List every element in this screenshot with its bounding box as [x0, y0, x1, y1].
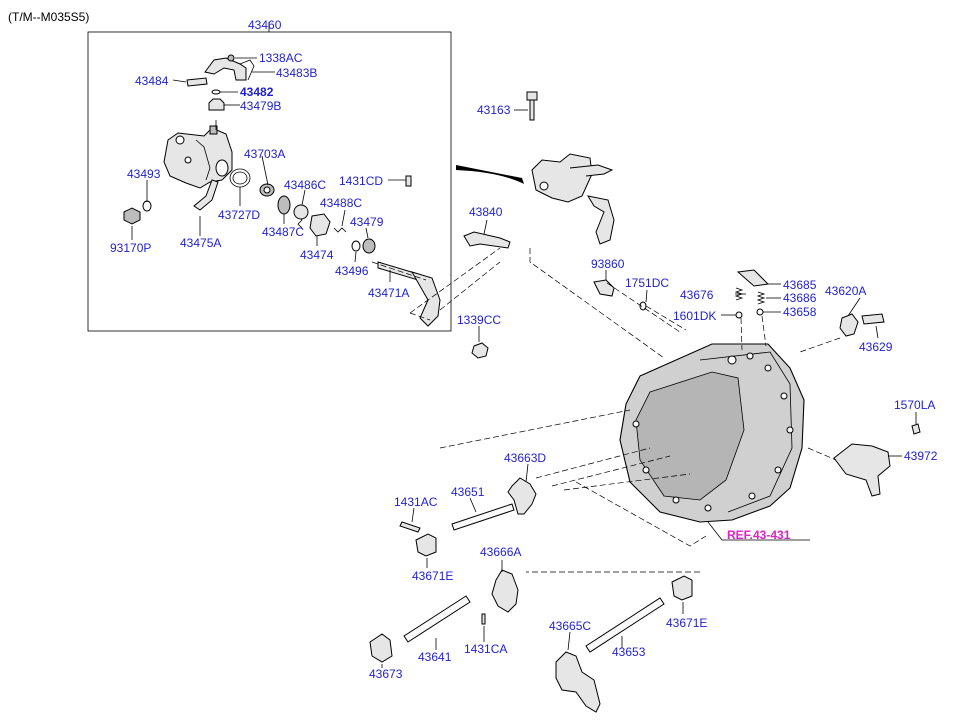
label-1339cc[interactable]: 1339CC	[457, 313, 501, 327]
reference-43-431[interactable]: REF.43-431	[727, 528, 791, 542]
label-43484[interactable]: 43484	[135, 74, 169, 88]
leader-lines	[131, 57, 917, 668]
label-1570la[interactable]: 1570LA	[894, 398, 935, 412]
fork-43663d	[507, 477, 537, 515]
label-43666a[interactable]: 43666A	[480, 545, 521, 559]
control-lever-assembly	[123, 54, 441, 327]
label-43460[interactable]: 43460	[248, 18, 282, 32]
label-43673[interactable]: 43673	[369, 667, 403, 681]
label-43676[interactable]: 43676	[680, 288, 714, 302]
nut-1339cc	[471, 342, 489, 359]
label-1751dc[interactable]: 1751DC	[625, 276, 669, 290]
label-43651[interactable]: 43651	[451, 485, 485, 499]
label-43471a[interactable]: 43471A	[368, 286, 409, 300]
label-43658[interactable]: 43658	[783, 305, 817, 319]
label-43671e-left[interactable]: 43671E	[412, 569, 453, 583]
assembly-arrow	[456, 165, 524, 184]
label-43703a[interactable]: 43703A	[244, 147, 285, 161]
transmission-case	[619, 343, 805, 523]
label-43665c[interactable]: 43665C	[549, 619, 591, 633]
label-43653[interactable]: 43653	[612, 645, 646, 659]
lug-43671e-left	[415, 533, 437, 557]
part-43620a	[839, 313, 859, 337]
label-1338ac[interactable]: 1338AC	[259, 51, 303, 65]
label-43620a[interactable]: 43620A	[825, 284, 866, 298]
label-43163[interactable]: 43163	[477, 103, 511, 117]
label-43686[interactable]: 43686	[783, 291, 817, 305]
rail-43651	[451, 503, 515, 531]
bolt-43163	[526, 91, 538, 121]
pin-1431ca	[481, 613, 486, 625]
label-43972[interactable]: 43972	[904, 449, 938, 463]
label-43482[interactable]: 43482	[240, 85, 274, 99]
label-43496[interactable]: 43496	[335, 264, 369, 278]
label-93170p[interactable]: 93170P	[110, 241, 151, 255]
part-43972	[833, 443, 891, 497]
label-43840[interactable]: 43840	[469, 205, 503, 219]
part-1570la	[911, 423, 921, 435]
plate-43685	[736, 269, 770, 287]
label-43487c[interactable]: 43487C	[262, 225, 304, 239]
label-43727d[interactable]: 43727D	[218, 208, 260, 222]
label-43483b[interactable]: 43483B	[276, 66, 317, 80]
label-93860[interactable]: 93860	[591, 257, 625, 271]
label-1601dk[interactable]: 1601DK	[673, 309, 716, 323]
label-43493[interactable]: 43493	[127, 167, 161, 181]
label-43479[interactable]: 43479	[350, 215, 384, 229]
fork-43666a	[491, 569, 519, 613]
label-43685[interactable]: 43685	[783, 278, 817, 292]
rail-43641	[403, 595, 471, 643]
sensor-93860	[593, 279, 615, 297]
label-43486c[interactable]: 43486C	[284, 178, 326, 192]
label-1431cd[interactable]: 1431CD	[339, 174, 383, 188]
label-43475a[interactable]: 43475A	[180, 236, 221, 250]
rail-43653	[585, 597, 665, 653]
label-43641[interactable]: 43641	[418, 650, 452, 664]
label-1431ac[interactable]: 1431AC	[394, 495, 438, 509]
label-43488c[interactable]: 43488C	[320, 196, 362, 210]
ball-1601dk	[735, 311, 743, 319]
part-43673	[369, 633, 393, 663]
assembly-43460-box	[87, 31, 452, 332]
label-43663d[interactable]: 43663D	[504, 451, 546, 465]
bolt-43629	[861, 313, 885, 325]
label-43671e-right[interactable]: 43671E	[666, 616, 707, 630]
diagram-code: (T/M--M035S5)	[8, 10, 89, 24]
label-43474[interactable]: 43474	[300, 248, 334, 262]
label-43629[interactable]: 43629	[859, 340, 893, 354]
lug-43671e-right	[671, 575, 693, 601]
pin-1431ac	[399, 521, 421, 533]
assembled-lever	[531, 153, 615, 245]
label-1431ca[interactable]: 1431CA	[464, 642, 507, 656]
label-43479b[interactable]: 43479B	[240, 99, 281, 113]
part-43840	[463, 231, 511, 249]
ball-43658	[756, 308, 764, 316]
fork-43665c	[555, 651, 601, 713]
spring-43686	[756, 291, 766, 305]
